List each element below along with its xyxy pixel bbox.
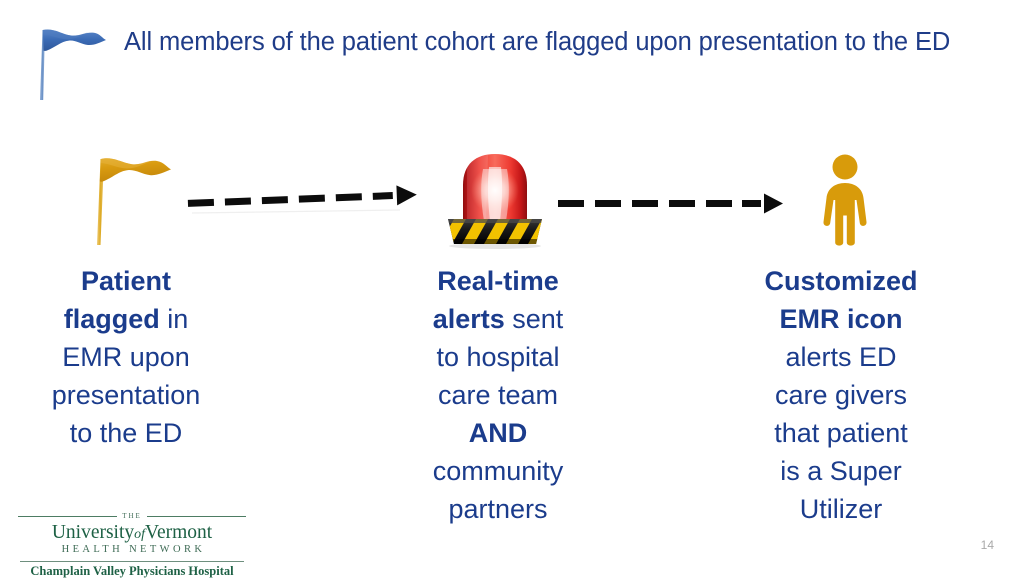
process-text-run: sent	[504, 304, 564, 335]
process-text-run: in	[159, 304, 189, 335]
process-text-run: presentation	[51, 380, 201, 411]
logo-the-text: THE	[122, 512, 142, 520]
process-text-run: alerts	[432, 304, 505, 335]
process-text-run: Real-time	[437, 266, 559, 296]
process-text-line: presentation	[20, 376, 232, 414]
logo-vermont-word: Vermont	[145, 522, 213, 543]
process-text-run: AND	[468, 418, 528, 449]
process-text-line: Customized	[735, 262, 947, 300]
process-text-run: EMR upon	[62, 342, 190, 373]
process-text-run: Patient	[80, 266, 172, 296]
process-text-line: Real-time	[392, 262, 604, 300]
uvm-health-network-logo: THE UniversityofVermont HEALTH NETWORK C…	[18, 512, 247, 579]
logo-the-row: THE	[18, 512, 247, 521]
blue-flag-icon	[26, 20, 118, 112]
process-text-line: Patient	[20, 262, 232, 300]
logo-rule-right	[146, 516, 247, 517]
process-text-run: EMR icon	[779, 304, 903, 335]
process-text-line: flagged in	[20, 300, 232, 338]
logo-divider	[20, 561, 244, 563]
process-column-2: Real-time alerts sent to hospital care team…	[392, 262, 604, 528]
process-text-line: Utilizer	[735, 490, 947, 528]
process-text-line: to the ED	[20, 414, 232, 452]
logo-hospital-text: Champlain Valley Physicians Hospital	[30, 564, 234, 579]
process-text-line: that patient	[735, 414, 947, 452]
process-text-run: to the ED	[69, 418, 183, 449]
process-text-line: community	[392, 452, 604, 490]
process-text-run: is a Super	[780, 456, 902, 487]
process-text-line: care givers	[735, 376, 947, 414]
person-icon	[805, 145, 885, 255]
process-text-line: partners	[392, 490, 604, 528]
process-text-run: care team	[437, 380, 559, 411]
process-text-line: AND	[392, 414, 604, 452]
logo-health-network-text: HEALTH NETWORK	[61, 544, 206, 556]
process-text-run: community	[432, 456, 564, 487]
emergency-siren-icon	[436, 145, 554, 255]
process-text-run: to hospital	[436, 342, 560, 373]
process-text-line: EMR upon	[20, 338, 232, 376]
process-text-run: Utilizer	[799, 494, 883, 525]
logo-university-text: UniversityofVermont	[18, 522, 246, 543]
gold-flag-icon	[78, 145, 188, 255]
process-text-line: is a Super	[735, 452, 947, 490]
process-text-run: that patient	[774, 418, 908, 449]
dashed-arrow-right-2	[556, 183, 784, 219]
logo-university-word: University	[51, 522, 135, 543]
process-icon-row	[0, 145, 1024, 255]
process-text-line: alerts sent	[392, 300, 604, 338]
dashed-arrow-right-1	[186, 183, 418, 219]
process-text-run: care givers	[774, 380, 908, 411]
process-text-run: flagged	[63, 304, 160, 335]
logo-of-word: of	[134, 527, 146, 542]
process-text-line: EMR icon	[735, 300, 947, 338]
process-text-line: to hospital	[392, 338, 604, 376]
page-title: All members of the patient cohort are fl…	[124, 28, 951, 56]
process-text-run: partners	[448, 494, 548, 525]
process-text-line: care team	[392, 376, 604, 414]
logo-rule-left	[18, 516, 118, 517]
process-text-run: Customized	[764, 266, 918, 296]
process-text-run: alerts ED	[785, 342, 897, 373]
page-number: 14	[980, 538, 994, 552]
process-text-line: alerts ED	[735, 338, 947, 376]
